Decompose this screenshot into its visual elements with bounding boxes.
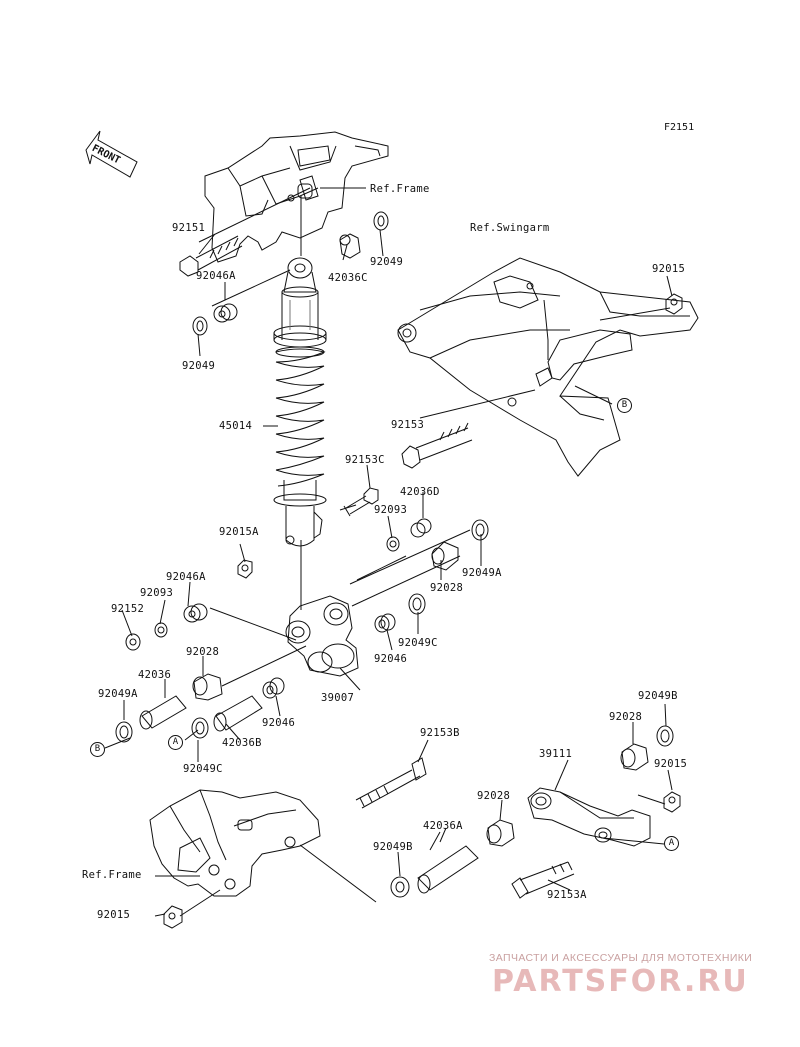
label-92049-top: 92049 [370, 256, 404, 268]
washer-92093-right [386, 536, 400, 552]
label-42036C: 42036C [328, 272, 368, 284]
rocker-39007 [285, 595, 359, 677]
label-ref-swingarm: Ref.Swingarm [470, 222, 550, 234]
label-92015-link: 92015 [654, 758, 688, 770]
label-92049C-right: 92049C [398, 637, 438, 649]
label-92049C-left: 92049C [183, 763, 223, 775]
label-ref-frame-bottom: Ref.Frame [82, 869, 142, 881]
bushing-42036C [339, 233, 361, 259]
bolt-92153C [343, 487, 379, 517]
label-92049A-left: 92049A [98, 688, 138, 700]
bolt-92153A [511, 861, 575, 899]
label-ref-frame-top: Ref.Frame [370, 183, 430, 195]
label-92151: 92151 [172, 222, 206, 234]
washer-92152 [125, 633, 141, 651]
label-45014: 45014 [219, 420, 253, 432]
label-92049A-right: 92049A [462, 567, 502, 579]
lower-frame-bracket [149, 789, 321, 897]
label-92153A: 92153A [547, 889, 587, 901]
label-92015-bottom: 92015 [97, 909, 131, 921]
label-92093-right: 92093 [374, 504, 408, 516]
label-92152: 92152 [111, 603, 145, 615]
callout-a-link: A [664, 836, 679, 851]
swingarm [397, 257, 699, 477]
sleeve-92028-lower [486, 819, 515, 847]
nut-92015A [237, 559, 253, 579]
seal-92049C-right [408, 593, 426, 615]
sleeve-92028-left [192, 673, 223, 701]
bolt-92151 [179, 235, 243, 277]
watermark-logo: PARTSFOR.RU [492, 964, 749, 999]
collar-92046A-mid [183, 603, 208, 623]
label-92028-right: 92028 [430, 582, 464, 594]
bushing-42036 [139, 695, 187, 730]
label-92046A-mid: 92046A [166, 571, 206, 583]
washer-92049-top [373, 211, 389, 231]
label-42036: 42036 [138, 669, 172, 681]
callout-b-left: B [90, 742, 105, 757]
upper-frame-bracket [204, 131, 389, 263]
seal-92049A-left [115, 721, 133, 743]
label-92028-left: 92028 [186, 646, 220, 658]
label-92049B-right: 92049B [638, 690, 678, 702]
shock-absorber-45014 [273, 257, 327, 547]
label-92028-lower: 92028 [477, 790, 511, 802]
bushing-42036B [213, 695, 263, 732]
nut-92015-top [665, 293, 683, 315]
bolt-92153B [355, 757, 427, 809]
bolt-92153 [401, 422, 473, 469]
washer-92049-left [192, 316, 208, 336]
label-92015-top: 92015 [652, 263, 686, 275]
label-92046-right: 92046 [374, 653, 408, 665]
label-92093-left: 92093 [140, 587, 174, 599]
label-92046-left: 92046 [262, 717, 296, 729]
label-92153B: 92153B [420, 727, 460, 739]
label-39007: 39007 [321, 692, 355, 704]
bushing-42036D [410, 518, 432, 538]
sleeve-92028-right [431, 541, 459, 571]
label-42036A: 42036A [423, 820, 463, 832]
label-92015A: 92015A [219, 526, 259, 538]
label-39111: 39111 [539, 748, 573, 760]
label-92153: 92153 [391, 419, 425, 431]
label-92049B-lower: 92049B [373, 841, 413, 853]
label-92028-link: 92028 [609, 711, 643, 723]
watermark-caption: ЗАПЧАСТИ И АКСЕССУАРЫ ДЛЯ МОТОТЕХНИКИ [489, 952, 753, 964]
bushing-42036A [417, 845, 479, 894]
bearing-92046-left [262, 677, 285, 699]
seal-92049B-lower [390, 876, 410, 898]
tie-rod-39111 [527, 787, 651, 847]
callout-b-swingarm: B [617, 398, 632, 413]
figure-code: F2151 [664, 122, 695, 133]
seal-92049B-right [656, 725, 674, 747]
label-92153C: 92153C [345, 454, 385, 466]
collar-92046A-top [213, 303, 238, 323]
part-leaders [121, 229, 673, 917]
sleeve-92028-link [620, 743, 649, 771]
front-arrow-icon [85, 130, 138, 178]
callout-a-left: A [168, 735, 183, 750]
label-42036B: 42036B [222, 737, 262, 749]
label-42036D: 42036D [400, 486, 440, 498]
bearing-92046-right [374, 613, 396, 633]
label-92046A-top: 92046A [196, 270, 236, 282]
leader-lines [104, 187, 671, 917]
nut-92015-bottom [163, 905, 183, 929]
seal-92049C-left [191, 717, 209, 739]
label-92049-left: 92049 [182, 360, 216, 372]
seal-92049A-right [471, 519, 489, 541]
nut-92015-link [663, 791, 681, 813]
washer-92093-left [154, 622, 168, 638]
